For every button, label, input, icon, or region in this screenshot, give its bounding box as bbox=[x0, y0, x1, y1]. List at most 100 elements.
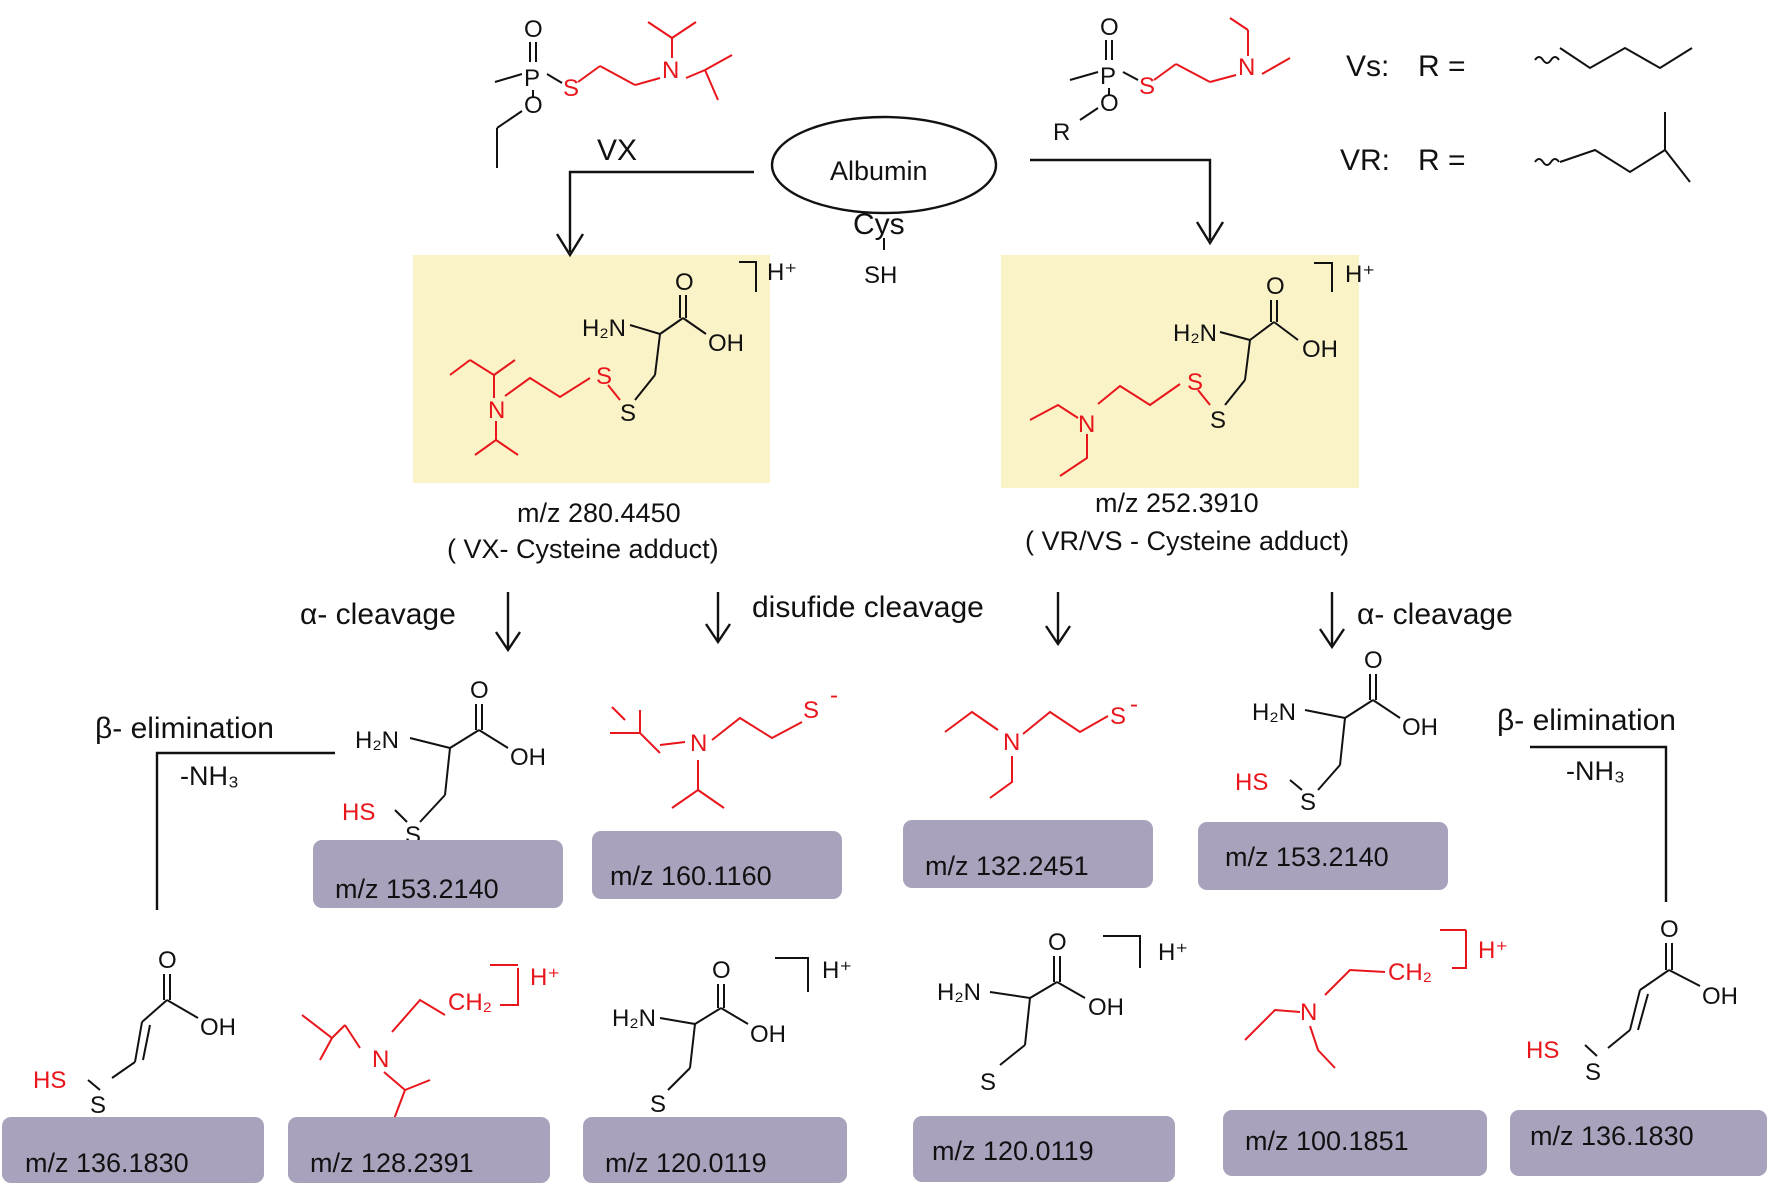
sh-label: SH bbox=[864, 262, 897, 289]
svg-text:O: O bbox=[712, 957, 731, 984]
svg-text:O: O bbox=[470, 677, 489, 704]
albumin-protein: Albumin Cys SH bbox=[770, 115, 998, 289]
cleavage-arrows bbox=[495, 592, 1345, 653]
iminium-ch2-vrvs: CH₂ bbox=[1388, 959, 1432, 986]
fragment-thioacrylic-right: O OH S HS bbox=[1526, 916, 1738, 1086]
iminium-vrvs-protonated: H⁺ bbox=[1478, 937, 1508, 964]
mz-label-row2-2: m/z 128.2391 bbox=[310, 1148, 474, 1178]
mz-box-row2-4 bbox=[913, 1116, 1175, 1182]
vs-r-equals: R = bbox=[1418, 50, 1466, 83]
cys-thiol-right-protonated: H⁺ bbox=[1158, 939, 1188, 966]
svg-text:H₂N: H₂N bbox=[1173, 320, 1217, 347]
vrvs-adduct-desc: ( VR/VS - Cysteine adduct) bbox=[1025, 526, 1349, 556]
svg-text:OH: OH bbox=[750, 1021, 786, 1048]
albumin-ellipse bbox=[770, 115, 998, 215]
vr-wavy-bond bbox=[1534, 158, 1560, 166]
svg-text:S: S bbox=[1210, 407, 1226, 434]
svg-text:S: S bbox=[620, 400, 636, 427]
svg-text:OH: OH bbox=[1702, 983, 1738, 1010]
vx-reaction-arrow bbox=[568, 170, 754, 252]
mz-label-row1-3: m/z 132.2451 bbox=[925, 851, 1089, 881]
svg-text:O: O bbox=[675, 269, 694, 296]
r-group-legend: Vs: R = VR: R = bbox=[1340, 46, 1693, 183]
svg-text:N: N bbox=[1078, 411, 1095, 438]
cys-thiol-left-protonated: H⁺ bbox=[822, 957, 852, 984]
beta-elimination-right-line bbox=[1530, 745, 1668, 902]
alpha-cleavage-right-label: α- cleavage bbox=[1357, 598, 1513, 631]
svg-text:S: S bbox=[1585, 1059, 1601, 1086]
fragment-iminium-vrvs: N CH₂ H⁺ bbox=[1244, 929, 1508, 1069]
beta-elimination-right-label: β- elimination bbox=[1497, 704, 1676, 737]
vrvs-o-atom: O bbox=[1100, 14, 1119, 41]
mz-box-row2-6 bbox=[1510, 1110, 1767, 1176]
svg-text:OH: OH bbox=[1302, 336, 1338, 363]
mz-box-row1-4 bbox=[1198, 822, 1448, 890]
mz-label-row2-6: m/z 136.1830 bbox=[1530, 1121, 1694, 1151]
vs-wavy-bond bbox=[1534, 56, 1560, 64]
mz-label-row2-4: m/z 120.0119 bbox=[932, 1136, 1094, 1166]
svg-text:S: S bbox=[980, 1069, 996, 1096]
vx-adduct-mz: m/z 280.4450 bbox=[517, 498, 681, 528]
vr-r-equals: R = bbox=[1418, 144, 1466, 177]
vx-arrow-label: VX bbox=[597, 134, 637, 167]
svg-text:H₂N: H₂N bbox=[582, 315, 626, 342]
svg-text:HS: HS bbox=[1526, 1037, 1559, 1064]
mz-label-row2-5: m/z 100.1851 bbox=[1245, 1126, 1409, 1156]
svg-text:S: S bbox=[90, 1092, 106, 1119]
vrvs-o2-atom: O bbox=[1100, 90, 1119, 117]
mz-label-row1-1: m/z 153.2140 bbox=[335, 874, 499, 904]
vr-isobutyl-chain bbox=[1559, 148, 1691, 183]
svg-text:N: N bbox=[1003, 729, 1020, 756]
svg-text:H₂N: H₂N bbox=[355, 727, 399, 754]
fragment-cysteine-left: O OH H₂N S HS bbox=[342, 677, 546, 849]
vrvs-adduct-protonated: H⁺ bbox=[1345, 261, 1375, 288]
vrvs-arrowhead bbox=[1195, 221, 1225, 246]
mz-label-row1-4: m/z 153.2140 bbox=[1225, 842, 1389, 872]
svg-text:S: S bbox=[650, 1091, 666, 1118]
fragment-iminium-vx: N CH₂ H⁺ bbox=[301, 964, 560, 1136]
vrvs-adduct-structure: H⁺ O OH H₂N S S N bbox=[1029, 261, 1375, 477]
vx-adduct-highlight bbox=[413, 255, 770, 483]
mz-box-row1-2 bbox=[592, 831, 842, 899]
mz-label-row2-3: m/z 120.0119 bbox=[605, 1148, 767, 1178]
alpha-cleavage-left-label: α- cleavage bbox=[300, 598, 456, 631]
fragment-cysteine-thiol-left: H⁺ O OH H₂N S bbox=[612, 957, 852, 1118]
row2-mz-boxes: m/z 136.1830 m/z 128.2391 m/z 120.0119 m… bbox=[2, 1110, 1767, 1183]
svg-text:OH: OH bbox=[1088, 994, 1124, 1021]
row1-mz-boxes: m/z 153.2140 m/z 160.1160 m/z 132.2451 m… bbox=[313, 820, 1448, 908]
vrvs-adduct-mz: m/z 252.3910 bbox=[1095, 488, 1259, 518]
svg-text:N: N bbox=[690, 730, 707, 757]
disulfide-cleavage-label: disufide cleavage bbox=[752, 591, 984, 624]
cys-label: Cys bbox=[853, 208, 905, 241]
mz-box-row2-5 bbox=[1223, 1110, 1487, 1176]
vr-label: VR: bbox=[1340, 144, 1390, 177]
svg-text:S: S bbox=[803, 697, 819, 724]
beta-elimination-left-label: β- elimination bbox=[95, 712, 274, 745]
vs-label: Vs: bbox=[1346, 50, 1389, 83]
vrvs-p-atom: P bbox=[1100, 63, 1116, 90]
svg-text:HS: HS bbox=[33, 1067, 66, 1094]
vx-arrowhead bbox=[555, 233, 585, 258]
minus-nh3-right: -NH₃ bbox=[1566, 756, 1625, 786]
vrvs-n-atom: N bbox=[1238, 54, 1255, 81]
svg-text:O: O bbox=[1660, 916, 1679, 943]
svg-text:HS: HS bbox=[1235, 769, 1268, 796]
vrvs-r-atom: R bbox=[1053, 119, 1070, 146]
mz-label-row2-1: m/z 136.1830 bbox=[25, 1148, 189, 1178]
vrvs-s-atom: S bbox=[1139, 73, 1155, 100]
svg-text:HS: HS bbox=[342, 799, 375, 826]
beta-elimination-left-line bbox=[155, 751, 335, 910]
svg-text:OH: OH bbox=[200, 1014, 236, 1041]
vx-adduct-desc: ( VX- Cysteine adduct) bbox=[447, 534, 719, 564]
svg-text:OH: OH bbox=[708, 330, 744, 357]
svg-text:N: N bbox=[488, 397, 505, 424]
svg-text:O: O bbox=[1048, 929, 1067, 956]
svg-text:O: O bbox=[1364, 647, 1383, 674]
svg-text:OH: OH bbox=[1402, 714, 1438, 741]
vx-adduct-structure: H⁺ O OH H₂N S S N bbox=[449, 259, 797, 456]
mz-box-row1-1 bbox=[313, 840, 563, 908]
svg-text:N: N bbox=[372, 1046, 389, 1073]
vx-o-atom: O bbox=[524, 16, 543, 43]
vrvs-structure: O P O R S N bbox=[1053, 14, 1291, 146]
svg-text:H₂N: H₂N bbox=[937, 979, 981, 1006]
